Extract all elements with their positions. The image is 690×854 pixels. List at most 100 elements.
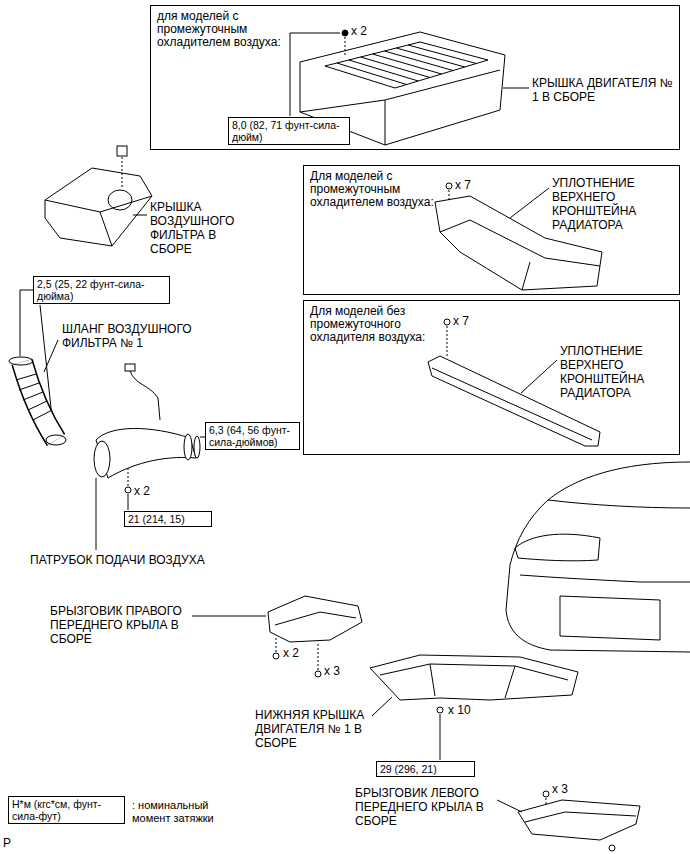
leader-line <box>44 340 58 372</box>
air-cleaner-cap-drawing <box>45 168 152 246</box>
hose-drawing <box>23 392 43 400</box>
radiator-seal-drawing <box>446 183 452 189</box>
engine-under-cover-drawing <box>370 655 578 760</box>
fender-splash-shield-drawing <box>315 671 321 677</box>
air-inlet-drawing <box>184 434 192 460</box>
air-cleaner-cap-drawing <box>45 146 152 246</box>
vehicle-outline <box>548 500 690 508</box>
exploded-view-illustration <box>9 30 690 851</box>
torque-value: 2,5 (25, 22 фунт-сила-дюйма) <box>37 278 166 302</box>
air-cleaner-cap-drawing <box>45 196 152 246</box>
radiator-seal-drawing <box>510 188 549 218</box>
engine-cover-drawing <box>408 45 476 64</box>
radiator-seal-drawing <box>447 326 448 357</box>
quantity-label: x 2 <box>351 24 367 38</box>
engine-under-cover-drawing <box>440 714 441 760</box>
air-inlet-drawing <box>125 364 135 371</box>
fender-splash-shield-drawing <box>518 800 640 840</box>
part-label: БРЫЗГОВИК ПРАВОГО ПЕРЕДНЕГО КРЫЛА В СБОР… <box>50 604 190 646</box>
vehicle-outline <box>520 575 690 582</box>
torque-box: 6,3 (64, 56 фунт-сила-дюймов) <box>205 422 300 450</box>
quantity-label: x 7 <box>453 314 469 328</box>
quantity-label: x 2 <box>134 484 150 498</box>
part-label: БРЫЗГОВИК ЛЕВОГО ПЕРЕДНЕГО КРЫЛА В СБОРЕ <box>355 786 495 828</box>
hose-drawing <box>28 401 47 410</box>
part-label: ШЛАНГ ВОЗДУШНОГО ФИЛЬТРА № 1 <box>62 322 232 350</box>
fender-splash-shield-drawing <box>192 596 362 677</box>
engine-under-cover-drawing <box>372 697 392 716</box>
quantity-label: x 10 <box>448 703 471 717</box>
leader-line <box>503 88 529 89</box>
fender-splash-shield-drawing <box>543 791 549 797</box>
fender-splash-shield-drawing <box>273 653 279 659</box>
air-cleaner-cap-drawing <box>133 215 147 216</box>
engine-under-cover-drawing <box>437 707 443 713</box>
torque-value: Н*м (кгс*см, фунт-сила-фут) <box>12 798 121 822</box>
air-inlet-drawing <box>94 441 110 477</box>
part-label: ПАТРУБОК ПОДАЧИ ВОЗДУХА <box>30 553 260 567</box>
radiator-seal-drawing <box>522 262 530 290</box>
hose-drawing <box>9 357 66 445</box>
fender-splash-shield-drawing <box>546 798 547 806</box>
fender-splash-shield-drawing <box>275 612 356 625</box>
air-cleaner-cap-drawing <box>108 190 132 210</box>
quantity-label: x 3 <box>552 782 568 796</box>
frame-heading: для моделей с промежуточным охладителем … <box>157 10 282 49</box>
part-label: НИЖНЯЯ КРЫШКА ДВИГАТЕЛЯ № 1 В СБОРЕ <box>255 708 370 750</box>
torque-value: 6,3 (64, 56 фунт-сила-дюймов) <box>209 424 296 448</box>
leader-line <box>20 290 33 356</box>
torque-box: 21 (214, 15) <box>124 511 212 527</box>
torque-box: 8,0 (82, 71 фунт-сила-дюйм) <box>228 117 350 145</box>
fender-splash-shield-drawing <box>192 616 266 617</box>
engine-under-cover-drawing <box>370 655 578 700</box>
radiator-seal-drawing <box>521 360 557 393</box>
torque-value: 8,0 (82, 71 фунт-сила-дюйм) <box>232 119 346 143</box>
nut-symbol <box>342 30 348 36</box>
torque-value: 21 (214, 15) <box>128 513 208 525</box>
radiator-seal-drawing <box>449 190 450 200</box>
leader-line <box>290 33 340 116</box>
fender-splash-shield-drawing <box>276 638 277 652</box>
vehicle-outline <box>515 534 600 561</box>
fender-splash-shield-drawing <box>609 845 615 851</box>
fender-splash-shield-drawing <box>525 812 636 822</box>
engine-under-cover-drawing <box>380 664 568 680</box>
torque-box: 29 (296, 21) <box>376 761 475 777</box>
quantity-label: x 2 <box>283 646 299 660</box>
air-inlet-drawing <box>130 371 160 420</box>
frame-heading: Для моделей с промежуточным охладителем … <box>310 170 435 209</box>
engine-cover-drawing <box>385 100 386 145</box>
nut-symbol <box>342 30 348 55</box>
vehicle-outline <box>506 462 690 652</box>
engine-cover-drawing <box>300 70 500 112</box>
hose-drawing <box>22 362 56 440</box>
leader-line <box>96 478 97 550</box>
frame-heading: Для моделей без промежуточного охладител… <box>310 305 435 344</box>
leader-line <box>96 437 205 550</box>
vehicle-outline <box>560 596 660 640</box>
hose-drawing <box>46 435 66 445</box>
part-label: УПЛОТНЕНИЕ ВЕРХНЕГО КРОНШТЕЙНА РАДИАТОРА <box>560 344 678 400</box>
figure-code: P <box>3 836 11 850</box>
radiator-seal-drawing <box>444 319 450 325</box>
quantity-label: x 3 <box>324 664 340 678</box>
legend-text: : номинальный момент затяжки <box>132 799 247 825</box>
hose-drawing <box>16 374 36 380</box>
leader-line <box>290 33 529 116</box>
hose-drawing <box>22 362 56 440</box>
fender-splash-shield-drawing <box>497 791 640 851</box>
nut-symbol <box>345 37 346 55</box>
hose-drawing <box>19 383 39 390</box>
fender-splash-shield-drawing <box>497 800 522 812</box>
torque-box: 2,5 (25, 22 фунт-сила-дюйма) <box>33 276 170 304</box>
fender-splash-shield-drawing <box>318 642 319 670</box>
air-cleaner-cap-drawing <box>117 146 127 156</box>
engine-cover-drawing <box>325 42 488 88</box>
fender-splash-shield-drawing <box>268 596 362 642</box>
vehicle-outline <box>506 462 690 652</box>
air-inlet-drawing <box>94 364 200 493</box>
air-inlet-drawing <box>194 436 200 458</box>
torque-value: 29 (296, 21) <box>380 763 471 775</box>
legend-sample-box: Н*м (кгс*см, фунт-сила-фут) <box>8 796 125 824</box>
